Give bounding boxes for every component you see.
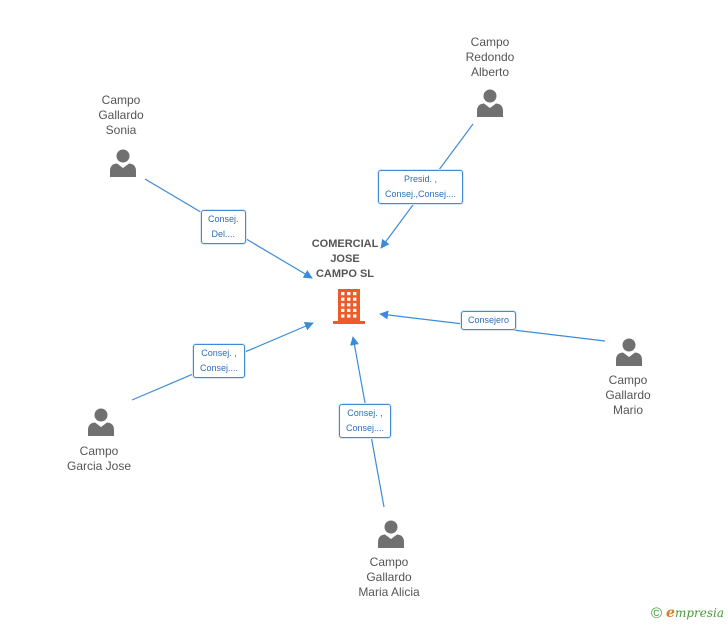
person-name-line: Campo xyxy=(79,444,119,458)
person-icon-garcia-jose[interactable] xyxy=(86,406,116,436)
copyright-icon: © xyxy=(650,605,663,622)
person-name-line: Campo xyxy=(470,35,510,49)
footer-brand: ©empresia xyxy=(651,605,724,622)
person-name-line: Campo xyxy=(101,93,141,107)
person-name-line: Campo xyxy=(608,373,648,387)
relation-label-gallardo-mario[interactable]: Consejero xyxy=(461,311,517,330)
relation-label-line: Consej. , xyxy=(347,408,383,418)
relation-label-line: Del.... xyxy=(211,229,236,239)
person-name-line: Mario xyxy=(612,403,643,417)
relation-label-line: Consejero xyxy=(468,315,510,325)
company-name-line: COMERCIAL xyxy=(311,238,379,250)
brand-logo: empresia xyxy=(666,605,724,621)
relation-label-garcia-jose[interactable]: Consej. , Consej.... xyxy=(193,344,246,378)
company-name-line: CAMPO SL xyxy=(315,268,375,280)
relation-label-gallardo-sonia[interactable]: Consej. Del.... xyxy=(201,210,246,244)
relation-label-line: Consej.,Consej.... xyxy=(385,189,457,199)
person-name-line: Maria Alicia xyxy=(358,585,420,599)
person-name-line: Garcia Jose xyxy=(66,459,132,473)
relation-label-line: Presid. , xyxy=(404,174,438,184)
company-name: COMERCIAL JOSE CAMPO SL xyxy=(290,237,400,282)
person-icon-gallardo-mario[interactable] xyxy=(614,336,644,366)
relation-label-line: Consej.... xyxy=(200,363,239,373)
person-name-line: Campo xyxy=(369,555,409,569)
relation-label-line: Consej. , xyxy=(201,348,237,358)
person-icon-gallardo-sonia[interactable] xyxy=(108,147,138,177)
relation-label-line: Consej.... xyxy=(346,423,385,433)
building-icon[interactable] xyxy=(332,288,366,324)
person-name-line: Sonia xyxy=(105,123,137,137)
person-name-line: Redondo xyxy=(465,50,515,64)
person-name-line: Gallardo xyxy=(605,388,651,402)
person-name-line: Alberto xyxy=(470,65,510,79)
company-name-line: JOSE xyxy=(330,253,360,265)
person-icon-redondo-alberto[interactable] xyxy=(475,87,505,117)
relation-label-redondo-alberto[interactable]: Presid. , Consej.,Consej.... xyxy=(378,170,464,204)
relation-label-gallardo-maria-alicia[interactable]: Consej. , Consej.... xyxy=(339,404,392,438)
relation-edges xyxy=(131,123,606,508)
person-icon-gallardo-maria-alicia[interactable] xyxy=(376,518,406,548)
person-name-line: Gallardo xyxy=(366,570,412,584)
person-name-line: Gallardo xyxy=(98,108,144,122)
relation-label-line: Consej. xyxy=(208,214,239,224)
